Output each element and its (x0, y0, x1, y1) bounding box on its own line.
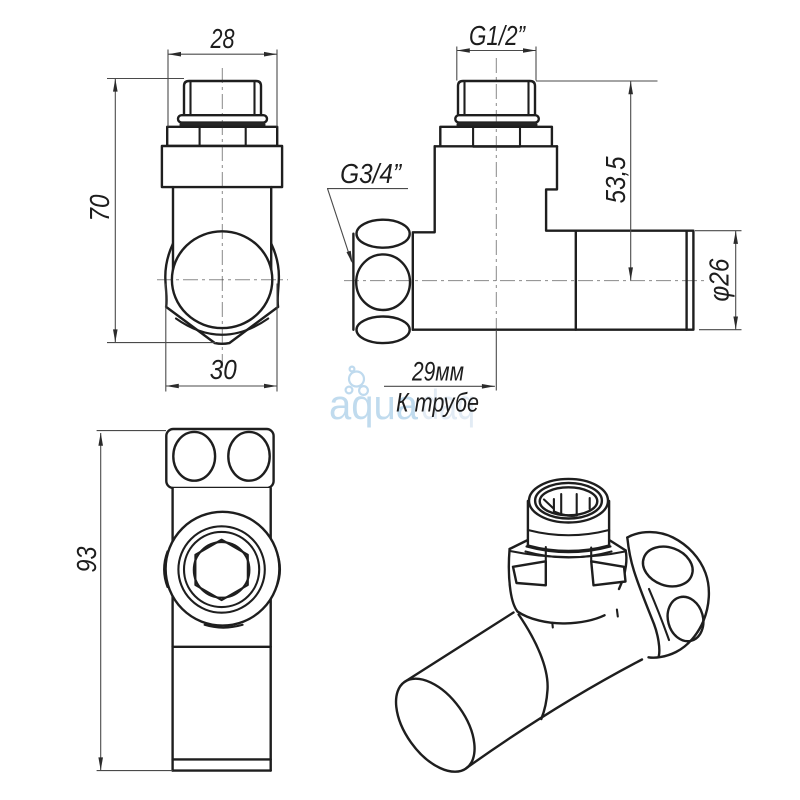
svg-text:30: 30 (210, 354, 237, 385)
svg-text:daq: daq (421, 381, 475, 428)
svg-text:К трубе: К трубе (396, 388, 479, 418)
svg-text:aqua: aqua (329, 381, 419, 428)
svg-text:53,5: 53,5 (600, 156, 631, 203)
svg-text:29мм: 29мм (411, 357, 464, 387)
svg-text:G1/2”: G1/2” (469, 20, 526, 51)
svg-text:G3/4”: G3/4” (340, 158, 402, 189)
svg-text:70: 70 (84, 194, 115, 221)
svg-text:28: 28 (210, 23, 235, 54)
svg-text:φ26: φ26 (704, 258, 735, 301)
svg-text:93: 93 (71, 546, 102, 572)
